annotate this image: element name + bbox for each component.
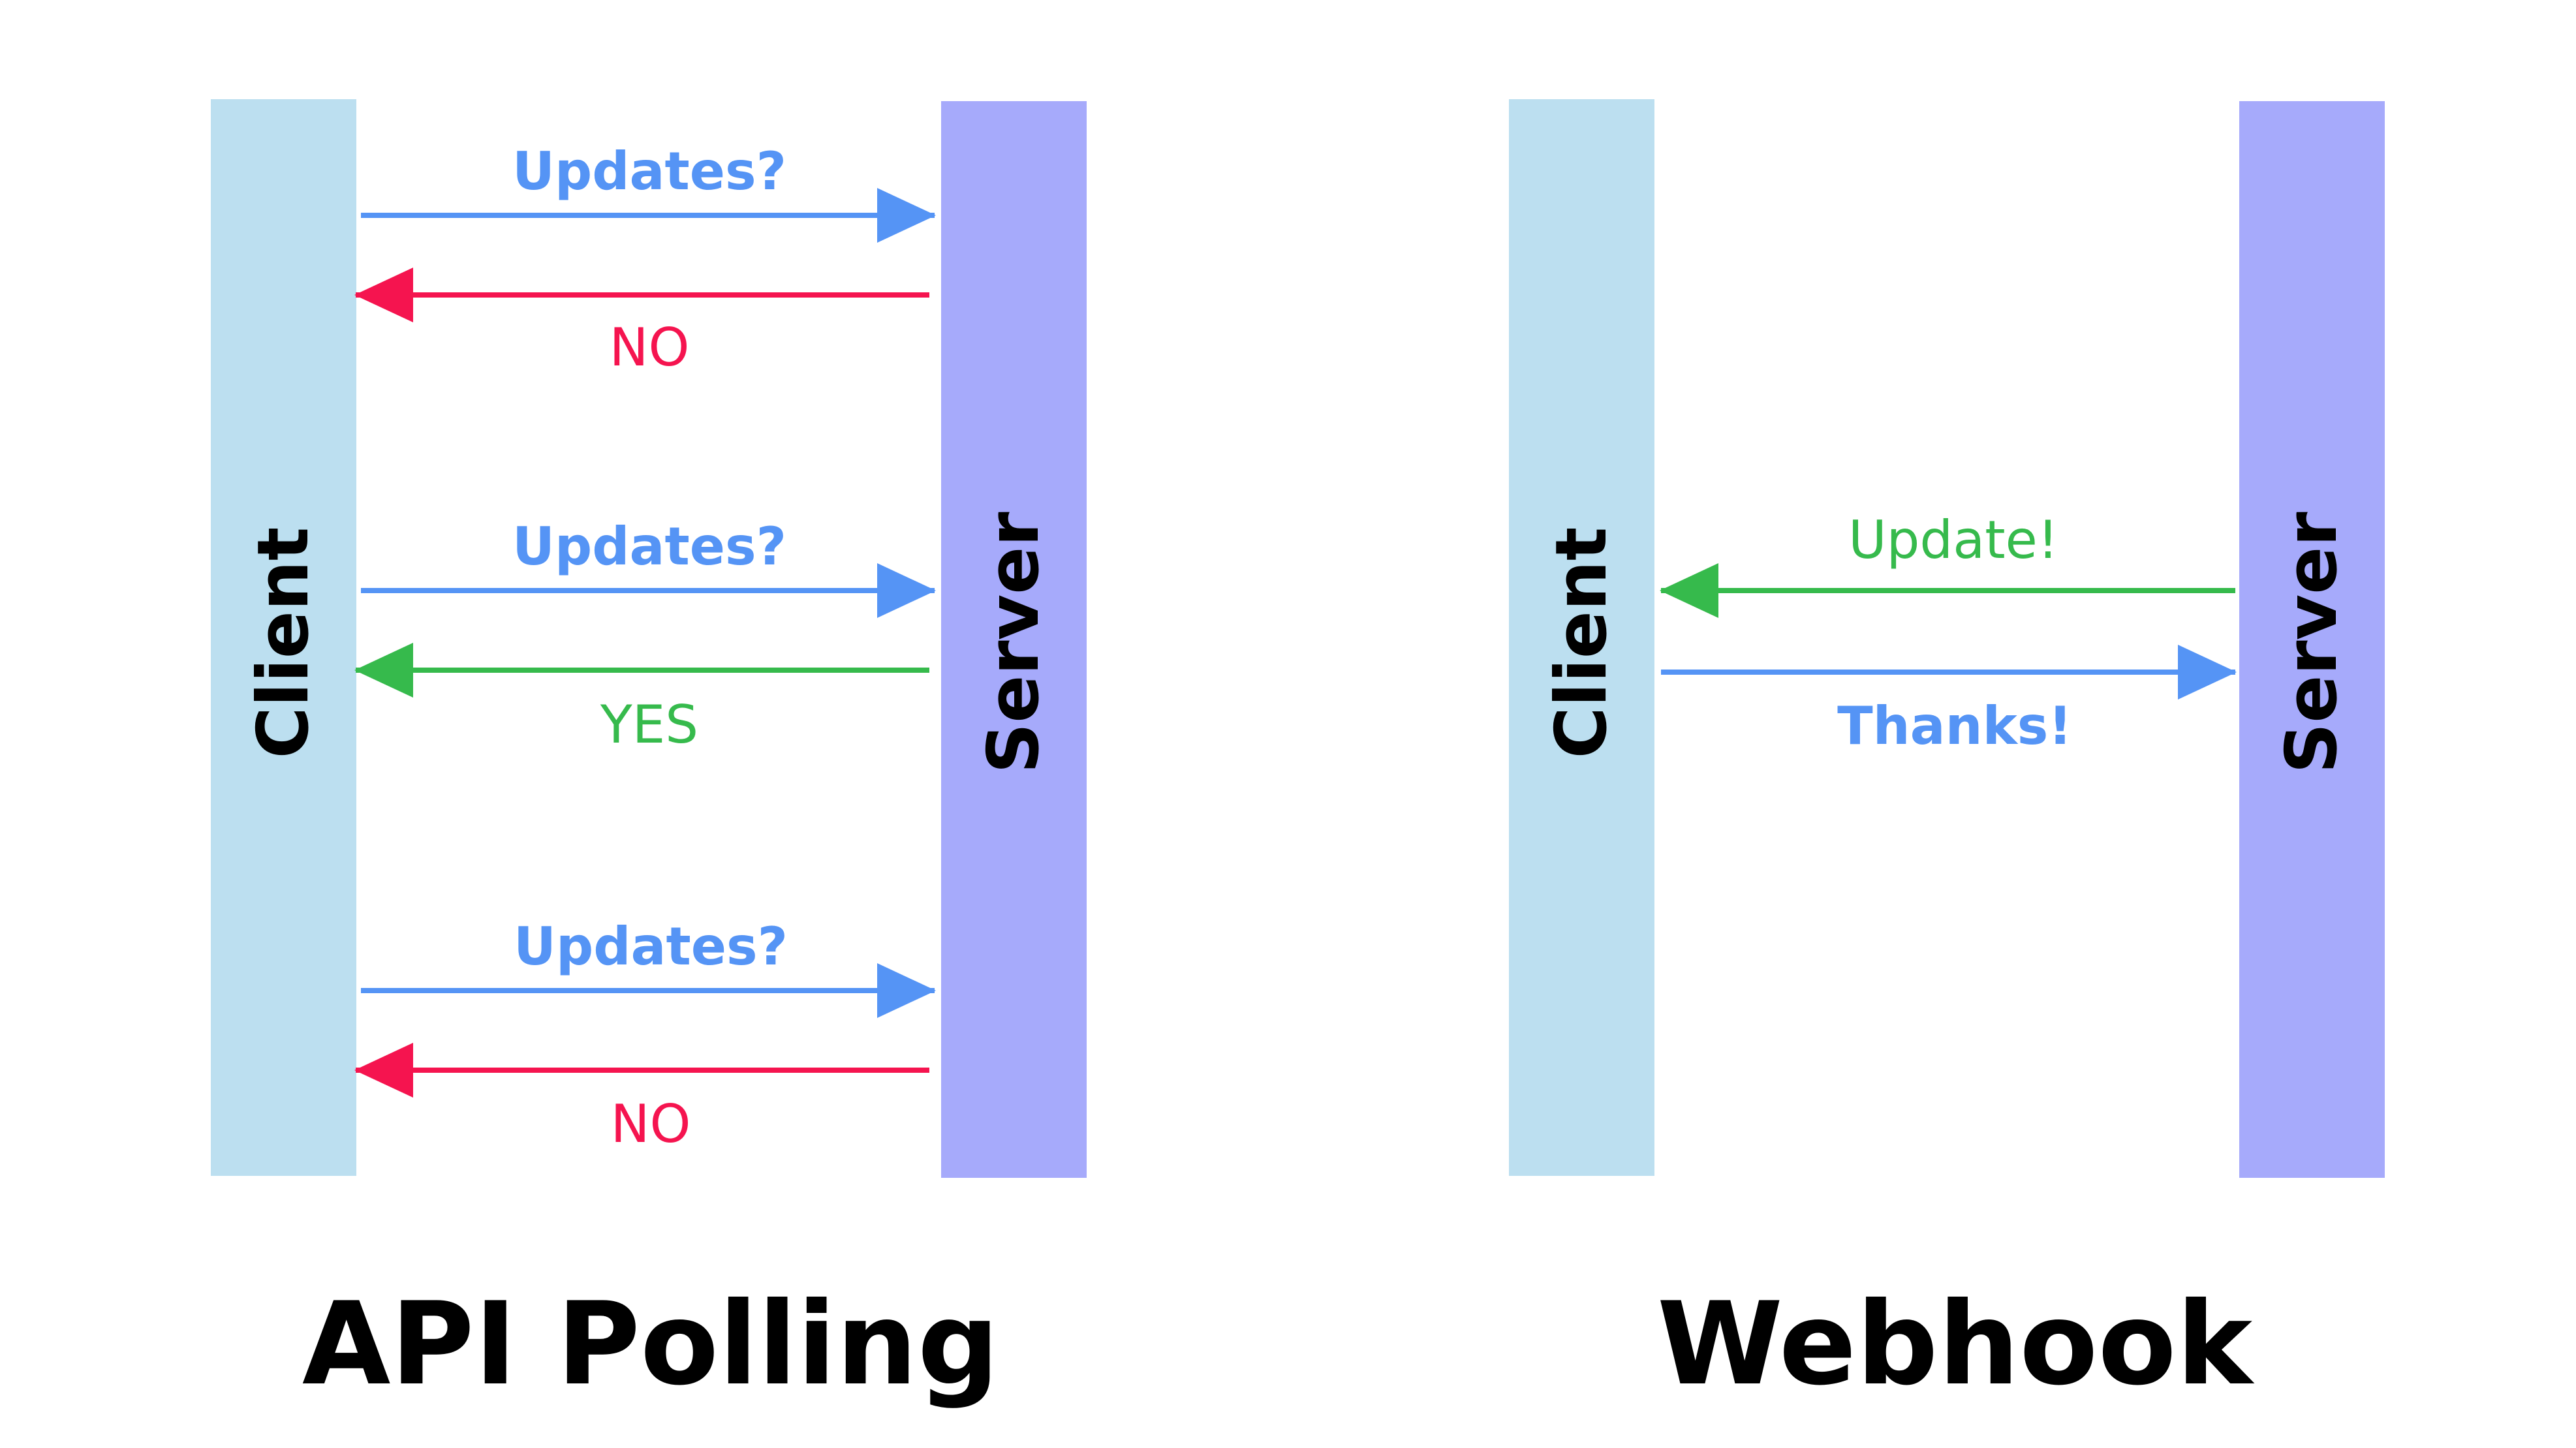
polling-exchange-3: Updates? NO [354,916,936,1154]
webhook-panel: Client Server Update! Thanks! Webhook [1509,99,2385,1411]
webhook-client-bar [1509,99,1654,1176]
polling-server-label: Server [973,512,1055,773]
push-label: Update! [1848,510,2058,570]
request-label: Updates? [512,516,786,577]
response-label: NO [610,317,690,378]
webhook-client-label: Client [1541,527,1622,758]
polling-client-label: Client [243,527,324,758]
polling-title: API Polling [302,1278,999,1411]
polling-exchange-1: Updates? NO [354,141,936,378]
webhook-exchange: Update! Thanks! [1660,510,2237,756]
polling-exchange-2: Updates? YES [354,516,936,755]
polling-client-bar [211,99,356,1176]
polling-panel: Client Server Updates? NO Updates? YES U… [211,99,1087,1411]
webhook-server-bar [2239,101,2385,1178]
ack-label: Thanks! [1837,696,2072,756]
response-label: NO [611,1094,691,1154]
webhook-server-label: Server [2271,512,2353,773]
request-label: Updates? [512,141,786,202]
response-label: YES [600,694,698,755]
request-label: Updates? [514,916,788,977]
webhook-title: Webhook [1657,1278,2255,1411]
polling-server-bar [941,101,1087,1178]
